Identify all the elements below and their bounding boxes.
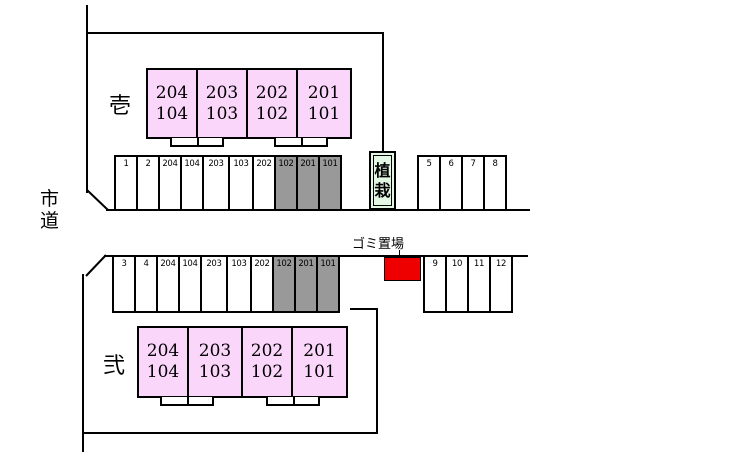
garbage-pointer <box>399 250 400 259</box>
building-1-label: 壱 <box>109 94 132 119</box>
parking-stall[interactable]: 9 <box>423 255 447 313</box>
building-2-unit[interactable]: 204 104 <box>137 326 189 398</box>
parking-stall-reserved[interactable]: 101 <box>316 255 340 313</box>
parking-stall[interactable]: 103 <box>228 155 254 211</box>
parking-stall[interactable]: 7 <box>461 155 485 211</box>
parking-stall[interactable]: 203 <box>200 255 228 313</box>
parking-stall-reserved[interactable]: 201 <box>294 255 318 313</box>
parking-top-right: 5 6 7 8 <box>417 155 507 211</box>
parking-top-left: 1 2 204 104 203 103 202 102 201 101 <box>114 155 342 211</box>
top-lot-top-edge <box>86 32 384 34</box>
parking-stall[interactable]: 203 <box>202 155 230 211</box>
unit-lower-number: 101 <box>303 362 336 382</box>
parking-stall[interactable]: 10 <box>445 255 469 313</box>
parking-stall[interactable]: 202 <box>252 155 276 211</box>
parking-stall-reserved[interactable]: 101 <box>318 155 342 211</box>
bottom-lot-bottom-edge <box>82 432 378 434</box>
building-1-unit[interactable]: 201 101 <box>296 68 352 139</box>
parking-bottom-left: 3 4 204 104 203 103 202 102 201 101 <box>112 255 340 313</box>
unit-upper-number: 202 <box>255 82 289 103</box>
unit-lower-number: 101 <box>307 103 341 124</box>
top-lot-corner-chamfer <box>86 189 109 211</box>
top-lot-left-edge <box>86 5 88 193</box>
parking-stall[interactable]: 8 <box>483 155 507 211</box>
unit-upper-number: 204 <box>155 82 189 103</box>
unit-upper-number: 201 <box>303 341 336 361</box>
building-2: 204 104 203 103 202 102 201 101 <box>137 326 348 398</box>
unit-lower-number: 102 <box>255 103 289 124</box>
unit-lower-number: 103 <box>205 103 239 124</box>
road-label: 市 道 <box>40 188 59 232</box>
parking-stall-reserved[interactable]: 102 <box>272 255 296 313</box>
road-label-char-1: 市 <box>40 188 60 210</box>
planting-label-char-1: 植 <box>374 160 391 180</box>
unit-upper-number: 202 <box>250 341 284 361</box>
parking-bottom-right: 9 10 11 12 <box>423 255 513 313</box>
building-1-unit[interactable]: 203 103 <box>196 68 248 139</box>
parking-stall[interactable]: 104 <box>178 255 202 313</box>
parking-stall[interactable]: 12 <box>489 255 513 313</box>
bottom-lot-corner-chamfer <box>85 254 107 277</box>
garbage-area[interactable] <box>384 257 421 281</box>
building-2-unit[interactable]: 201 101 <box>291 326 348 398</box>
parking-stall-reserved[interactable]: 201 <box>296 155 320 211</box>
parking-stall[interactable]: 11 <box>467 255 491 313</box>
building-2-unit[interactable]: 202 102 <box>241 326 293 398</box>
unit-upper-number: 203 <box>205 82 239 103</box>
parking-stall[interactable]: 1 <box>114 155 138 211</box>
parking-stall[interactable]: 4 <box>134 255 158 313</box>
building-1-unit[interactable]: 204 104 <box>146 68 198 139</box>
building-1: 204 104 203 103 202 102 201 101 <box>146 68 352 139</box>
parking-stall-reserved[interactable]: 102 <box>274 155 298 211</box>
building-2-step-right <box>266 397 320 406</box>
bottom-lot-right-top <box>350 308 378 310</box>
building-2-label: 弐 <box>103 354 126 379</box>
parking-stall[interactable]: 6 <box>439 155 463 211</box>
unit-upper-number: 204 <box>146 341 180 361</box>
building-2-step-left <box>160 397 214 406</box>
unit-lower-number: 103 <box>198 362 232 382</box>
parking-stall[interactable]: 2 <box>136 155 160 211</box>
unit-lower-number: 104 <box>155 103 189 124</box>
parking-stall[interactable]: 5 <box>417 155 441 211</box>
planting-area: 植 栽 <box>369 151 396 210</box>
road-label-char-2: 道 <box>40 210 60 232</box>
unit-lower-number: 104 <box>146 362 180 382</box>
top-lot-right-edge <box>382 32 384 156</box>
garbage-label: ゴミ置場 <box>352 237 405 252</box>
building-1-step-left <box>170 138 224 147</box>
parking-stall[interactable]: 103 <box>226 255 252 313</box>
unit-lower-number: 102 <box>250 362 284 382</box>
building-2-unit[interactable]: 203 103 <box>187 326 243 398</box>
building-1-step-right <box>274 138 328 147</box>
bottom-lot-right-edge <box>376 308 378 434</box>
parking-stall[interactable]: 3 <box>112 255 136 313</box>
parking-stall[interactable]: 104 <box>180 155 204 211</box>
parking-stall[interactable]: 202 <box>250 255 274 313</box>
unit-upper-number: 201 <box>307 82 341 103</box>
unit-upper-number: 203 <box>198 341 232 361</box>
planting-label-char-2: 栽 <box>374 180 391 200</box>
building-1-unit[interactable]: 202 102 <box>246 68 298 139</box>
parking-stall[interactable]: 204 <box>156 255 180 313</box>
bottom-lot-left-edge <box>82 274 84 452</box>
parking-stall[interactable]: 204 <box>158 155 182 211</box>
